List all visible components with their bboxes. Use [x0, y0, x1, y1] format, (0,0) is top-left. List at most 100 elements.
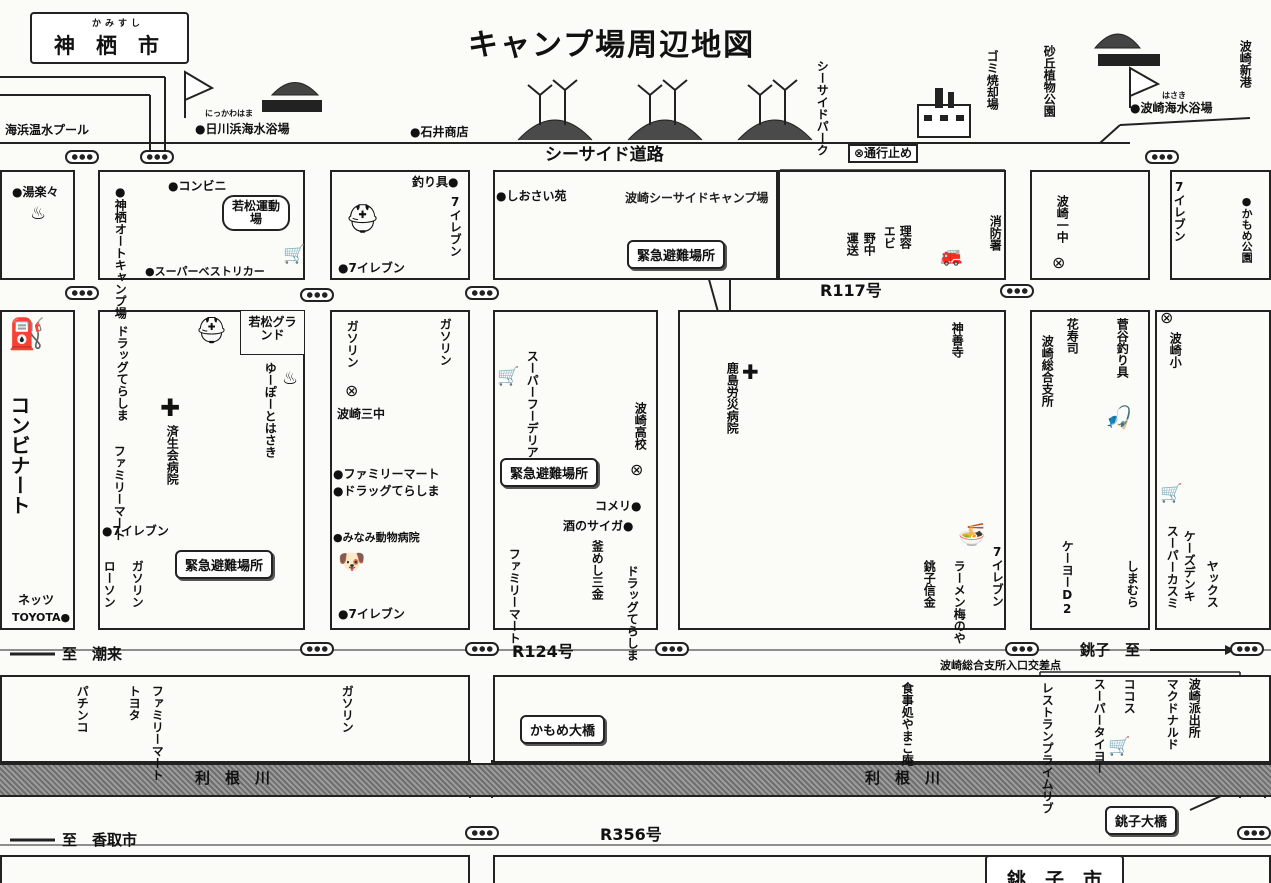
block-hasaki-ichu — [1030, 170, 1150, 280]
ramen-icon: 🍜 — [958, 523, 986, 548]
fishing-rod-icon: 🎣 — [1105, 406, 1133, 431]
label-riyou: 理容 — [898, 225, 913, 249]
label-shiosai: ●しおさい苑 — [496, 189, 567, 203]
label-saisei: 済生会病院 — [165, 425, 180, 485]
traffic-signal-icon — [300, 288, 334, 302]
city-name: 神 栖 市 — [54, 34, 159, 58]
traffic-signal-icon — [465, 826, 499, 840]
traffic-signal-icon — [465, 642, 499, 656]
cross-icon: ✚ — [742, 360, 759, 384]
label-super-best: ●スーパーベストリカー — [145, 265, 265, 278]
cart-icon: 🛒 — [1160, 483, 1183, 504]
label-toyota: TOYOTA● — [12, 611, 71, 624]
flag-icon — [184, 66, 1161, 118]
label-ebi: エビ — [882, 225, 897, 249]
label-netz: ネッツ — [18, 593, 55, 607]
label-keiyo: ケーヨーD2 — [1060, 540, 1075, 616]
label-mcd: マクドナルド — [1165, 678, 1180, 750]
label-minami: ●みなみ動物病院 — [333, 531, 420, 544]
cart-icon: 🛒 — [497, 366, 520, 387]
label-seaside-park: シーサイドパーク — [815, 60, 830, 156]
fire-truck-icon: 🚒 — [940, 246, 963, 267]
label-toyota2: トヨタ — [127, 685, 142, 721]
label-jinzenji: 神善寺 — [950, 322, 965, 358]
label-sakyu: 砂丘植物公園 — [1042, 45, 1057, 117]
label-family2: ●ファミリーマート — [333, 467, 440, 481]
label-kashima: 鹿島労災病院 — [725, 362, 740, 434]
label-komeri: コメリ● — [595, 499, 642, 513]
label-wakamatsu-ground: 若松グランド — [248, 315, 297, 343]
onsen-icon: ♨ — [282, 368, 299, 389]
traffic-signal-icon — [1005, 642, 1039, 656]
label-gasolin2: ガソリン — [345, 320, 360, 368]
traffic-signal-icon — [300, 642, 334, 656]
cross-icon: ✚ — [160, 394, 181, 422]
callout-refuge-2: 緊急避難場所 — [500, 458, 599, 487]
label-yurakuyu: ●湯楽々 — [12, 185, 59, 199]
label-shoubou: 消防署 — [988, 215, 1003, 251]
label-super-taiyo: スーパータイヨー — [1092, 678, 1107, 774]
label-tsurigu1: 釣り具● — [412, 175, 459, 189]
city-box-kamisu: かみすし 神 栖 市 — [30, 12, 189, 64]
label-konbinat: コンビナート — [7, 395, 31, 515]
block-hospital — [678, 310, 1006, 630]
city-box-choshi: 銚 子 市 — [985, 855, 1124, 883]
river-label-left: 利 根 川 — [195, 769, 271, 787]
road-itako: 至 潮来 — [62, 645, 123, 663]
road-r124: R124号 — [512, 642, 574, 661]
label-hasaki-police: 波崎派出所 — [1187, 678, 1202, 738]
label-hasaki-beach: ●波崎海水浴場 — [1130, 101, 1213, 115]
label-nikkawa-ruby: にっかわはま — [205, 109, 253, 118]
label-konbini1: ●コンビニ — [168, 179, 227, 193]
label-shimamura: しまむら — [1125, 560, 1140, 608]
cart-icon: 🛒 — [1108, 736, 1131, 757]
traffic-signal-icon — [465, 286, 499, 300]
label-sakenosaiga: 酒のサイガ● — [563, 519, 634, 533]
school-icon: ⊗ — [630, 460, 644, 479]
school-icon: ⊗ — [345, 381, 359, 400]
city-name: 銚 子 市 — [1007, 869, 1103, 883]
block-wakamatsu-grand — [240, 310, 305, 355]
label-kasumi: スーパーカスミ — [1165, 525, 1180, 609]
label-hasaki-sougou: 波崎総合支所 — [1040, 335, 1055, 407]
traffic-signal-icon — [1237, 826, 1271, 840]
label-wakamatsu-field: 若松運動場 — [222, 195, 290, 232]
river-label-right: 利 根 川 — [865, 769, 941, 787]
label-ramen: ラーメン梅のや — [952, 560, 967, 644]
label-seven1: 7イレブン — [448, 195, 463, 257]
cart-icon: 🛒 — [283, 244, 306, 265]
label-seven6: 7イレブン — [990, 545, 1005, 607]
dog-icon: 🐶 — [338, 550, 366, 575]
block-camp-site — [778, 170, 1006, 280]
label-seven2: ●7イレブン — [338, 261, 405, 275]
tone-river — [0, 763, 1271, 797]
label-choshi-shinkin: 銚子信金 — [922, 560, 937, 608]
label-primerib: レストランプライムリブ — [1040, 682, 1055, 814]
label-cocos: ココス — [1122, 678, 1137, 714]
road-choshi: 銚子 至 — [1080, 641, 1141, 659]
helmet-icon: ⛑ — [345, 202, 381, 235]
traffic-signal-icon — [1145, 150, 1179, 164]
label-seven3: 7イレブン — [1172, 180, 1187, 242]
label-drug1: ドラッグてらしま — [115, 325, 130, 421]
map-title: キャンプ場周辺地図 — [468, 28, 756, 63]
label-gasolin3: ガソリン — [438, 318, 453, 366]
helmet-icon: ⛑ — [195, 316, 229, 346]
traffic-signal-icon — [1230, 642, 1264, 656]
label-yamako: 食事処やまこ庵 — [900, 682, 915, 766]
label-pachinko: パチンコ — [75, 685, 90, 733]
label-super-fu: スーパーフーデリア — [525, 350, 540, 458]
label-hasaki-koukou: 波崎高校 — [633, 402, 648, 450]
school-icon: ⊗ — [1160, 308, 1174, 327]
block-bottom-left — [0, 855, 470, 883]
traffic-signal-icon — [140, 150, 174, 164]
label-sugaya: 菅谷釣り具 — [1115, 318, 1130, 378]
block-sanchu — [330, 310, 470, 630]
label-hasaki-sanchu: 波崎三中 — [337, 407, 386, 421]
traffic-signal-icon — [655, 642, 689, 656]
callout-refuge-3: 緊急避難場所 — [175, 550, 274, 579]
label-hasaki-sho: 波崎小 — [1168, 332, 1183, 368]
block-yamako — [493, 675, 1271, 763]
block-sougou — [1030, 310, 1150, 630]
